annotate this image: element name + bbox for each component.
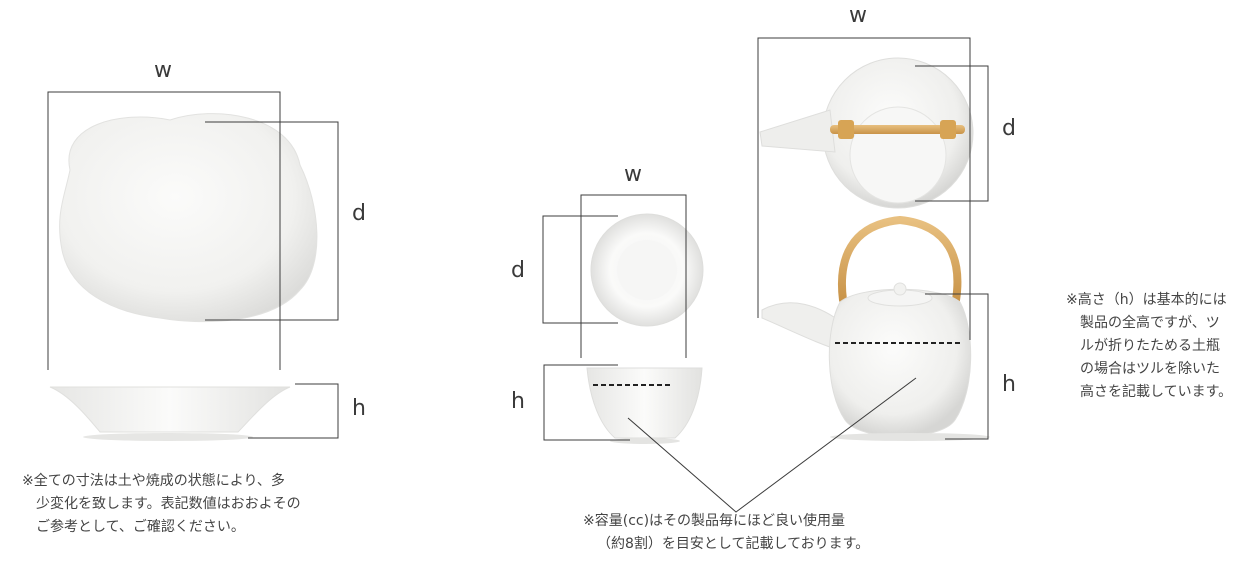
dimensions-note: ※全ての寸法は土や焼成の状態により、多 少変化を致します。表記数値はおおよその … [22,470,301,539]
cup-depth-label: d [511,258,525,283]
teapot-side-view [761,215,990,441]
height-note-line-1: ※高さ（h）は基本的には [1066,292,1227,308]
dimensions-note-line-2: 少変化を致します。表記数値はおおよその [36,496,301,512]
dimensions-note-line-3: ご参考として、ご確認ください。 [36,519,245,535]
height-note-line-3: ルが折りたためる土瓶 [1080,338,1220,354]
fill-level-lines [593,342,962,386]
capacity-note-line-2: （約8割）を目安として記載しております。 [597,536,870,552]
bowl-top-view [59,113,318,323]
teapot-height-label: h [1002,372,1016,397]
bowl-width-label: w [154,58,172,83]
height-note-line-5: 高さを記載しています。 [1080,384,1233,400]
height-note: ※高さ（h）は基本的には 製品の全高ですが、ツ ルが折りたためる土瓶 の場合はツ… [1066,289,1232,404]
bowl-depth-label: d [352,201,366,226]
cup-height-label: h [511,389,525,414]
capacity-note: ※容量(cc)はその製品毎にほど良い使用量 （約8割）を目安として記載しておりま… [583,510,869,556]
dimensions-note-line-1: ※全ての寸法は土や焼成の状態により、多 [22,473,285,489]
teapot-top-view [759,57,974,209]
teapot-width-label: w [849,3,867,28]
height-note-line-4: の場合はツルを除いた [1080,361,1220,377]
teapot-depth-label: d [1002,116,1016,141]
bowl-height-label: h [352,396,366,421]
capacity-note-line-1: ※容量(cc)はその製品毎にほど良い使用量 [583,513,846,529]
cup-top-view [590,213,704,327]
dimension-lines [47,37,989,513]
bowl-side-view [49,386,291,441]
height-note-line-2: 製品の全高ですが、ツ [1080,315,1220,331]
cup-width-label: w [624,162,642,187]
